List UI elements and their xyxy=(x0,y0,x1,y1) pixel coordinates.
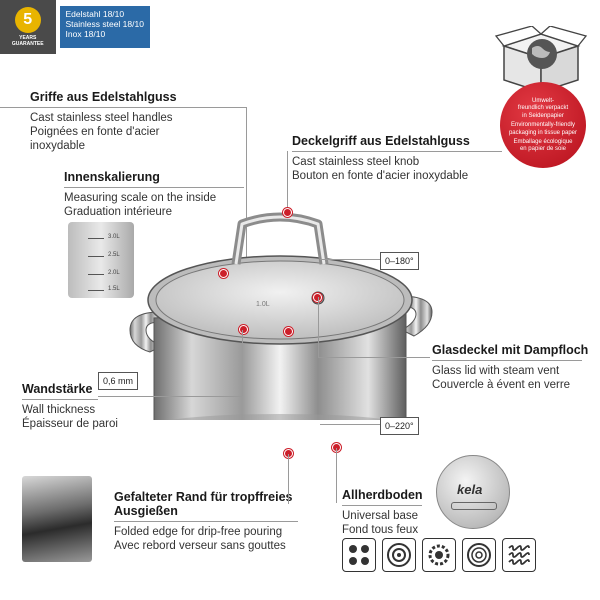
ceramic-hob-icon xyxy=(342,538,376,572)
pot-scale-mark: 1.0L xyxy=(256,301,270,308)
knob-title: Deckelgriff aus Edelstahlguss xyxy=(292,134,470,148)
pot-image: 1.0L xyxy=(129,212,433,420)
wall-thickness-label: 0,6 mm xyxy=(98,372,139,390)
scale-inset-image: 3.0L 2.5L 2.0L 1.5L xyxy=(68,222,134,298)
rim-title-line1: Gefalteter Rand für tropffreies xyxy=(114,490,293,504)
gas-burner-icon xyxy=(422,538,456,572)
handles-callout: Griffe aus Edelstahlguss Cast stainless … xyxy=(0,90,260,153)
handles-title: Griffe aus Edelstahlguss xyxy=(30,90,177,104)
rim-title-line2: Ausgießen xyxy=(114,504,178,518)
base-temperature-label: 0–220° xyxy=(380,417,419,435)
scale-mark-3: 1.5L xyxy=(108,286,120,292)
lid-title: Glasdeckel mit Dampfloch xyxy=(432,343,589,357)
stove-compatibility-icons xyxy=(342,538,536,572)
induction-icon xyxy=(502,538,536,572)
wall-callout: Wandstärke Wall thickness Épaisseur de p… xyxy=(22,382,162,431)
base-image: kela xyxy=(436,455,510,529)
lid-callout: Glasdeckel mit Dampfloch Glass lid with … xyxy=(432,343,600,392)
box-globe-icon xyxy=(494,26,588,94)
brand-logo: kela xyxy=(457,482,483,497)
rim-inset-image xyxy=(22,476,92,562)
electric-plate-icon xyxy=(382,538,416,572)
scale-mark-1: 2.5L xyxy=(108,252,120,258)
rim-callout: Gefalteter Rand für tropffreies Ausgieße… xyxy=(114,490,324,553)
eco-packaging-badge: Umwelt- freundlich verpackt in Seidenpap… xyxy=(494,26,588,176)
scale-title: Innenskalierung xyxy=(64,170,160,184)
base-callout: Allherdboden Universal base Fond tous fe… xyxy=(342,488,442,537)
scale-mark-0: 3.0L xyxy=(108,234,120,240)
years-number: 5 xyxy=(14,7,41,33)
scale-mark-2: 2.0L xyxy=(108,270,120,276)
scale-callout: Innenskalierung Measuring scale on the i… xyxy=(64,170,244,219)
halogen-icon xyxy=(462,538,496,572)
eco-circle: Umwelt- freundlich verpackt in Seidenpap… xyxy=(500,82,586,168)
lid-temperature-label: 0–180° xyxy=(380,252,419,270)
wall-title: Wandstärke xyxy=(22,382,93,396)
steel-grade-label: Edelstahl 18/10 Stainless steel 18/10 In… xyxy=(59,6,150,48)
knob-callout: Deckelgriff aus Edelstahlguss Cast stain… xyxy=(292,134,502,183)
base-title: Allherdboden xyxy=(342,488,423,502)
